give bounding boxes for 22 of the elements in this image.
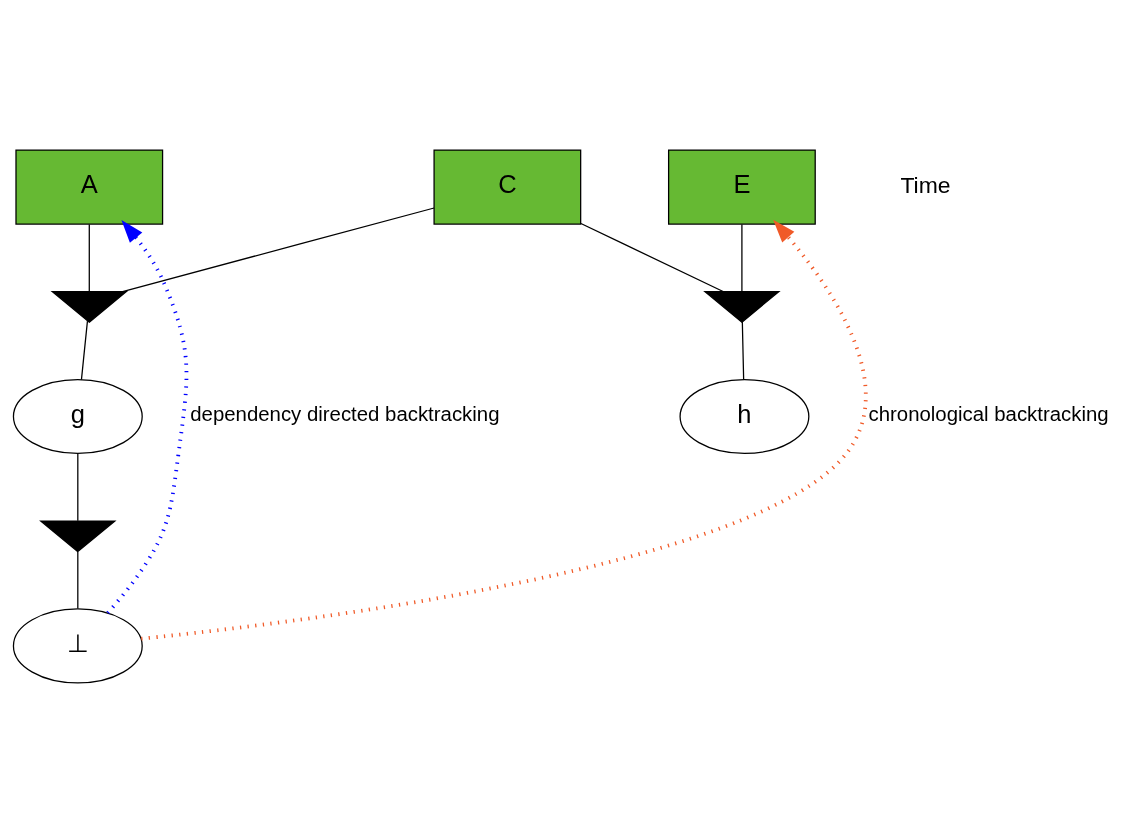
node-ellipse: g	[12, 378, 143, 455]
node-box: A	[15, 149, 164, 225]
connector	[741, 321, 745, 380]
arrow	[141, 219, 868, 641]
connector	[88, 223, 90, 293]
connector	[121, 207, 435, 293]
node-ellipse: h	[679, 378, 810, 455]
node-box: C	[433, 149, 582, 225]
node-ellipse: ⊥	[12, 608, 143, 684]
connector	[77, 551, 79, 610]
node-triangle	[703, 290, 781, 323]
connector	[580, 222, 724, 293]
label: Time	[900, 171, 951, 198]
node-triangle	[50, 290, 128, 323]
connector	[77, 453, 79, 522]
connector	[741, 223, 743, 293]
node-box: E	[667, 149, 816, 225]
edge-label: chronological backtracking	[868, 403, 1109, 426]
arrow	[106, 219, 189, 615]
connector	[80, 320, 89, 381]
edge-label: dependency directed backtracking	[190, 403, 500, 426]
node-triangle	[39, 520, 117, 553]
